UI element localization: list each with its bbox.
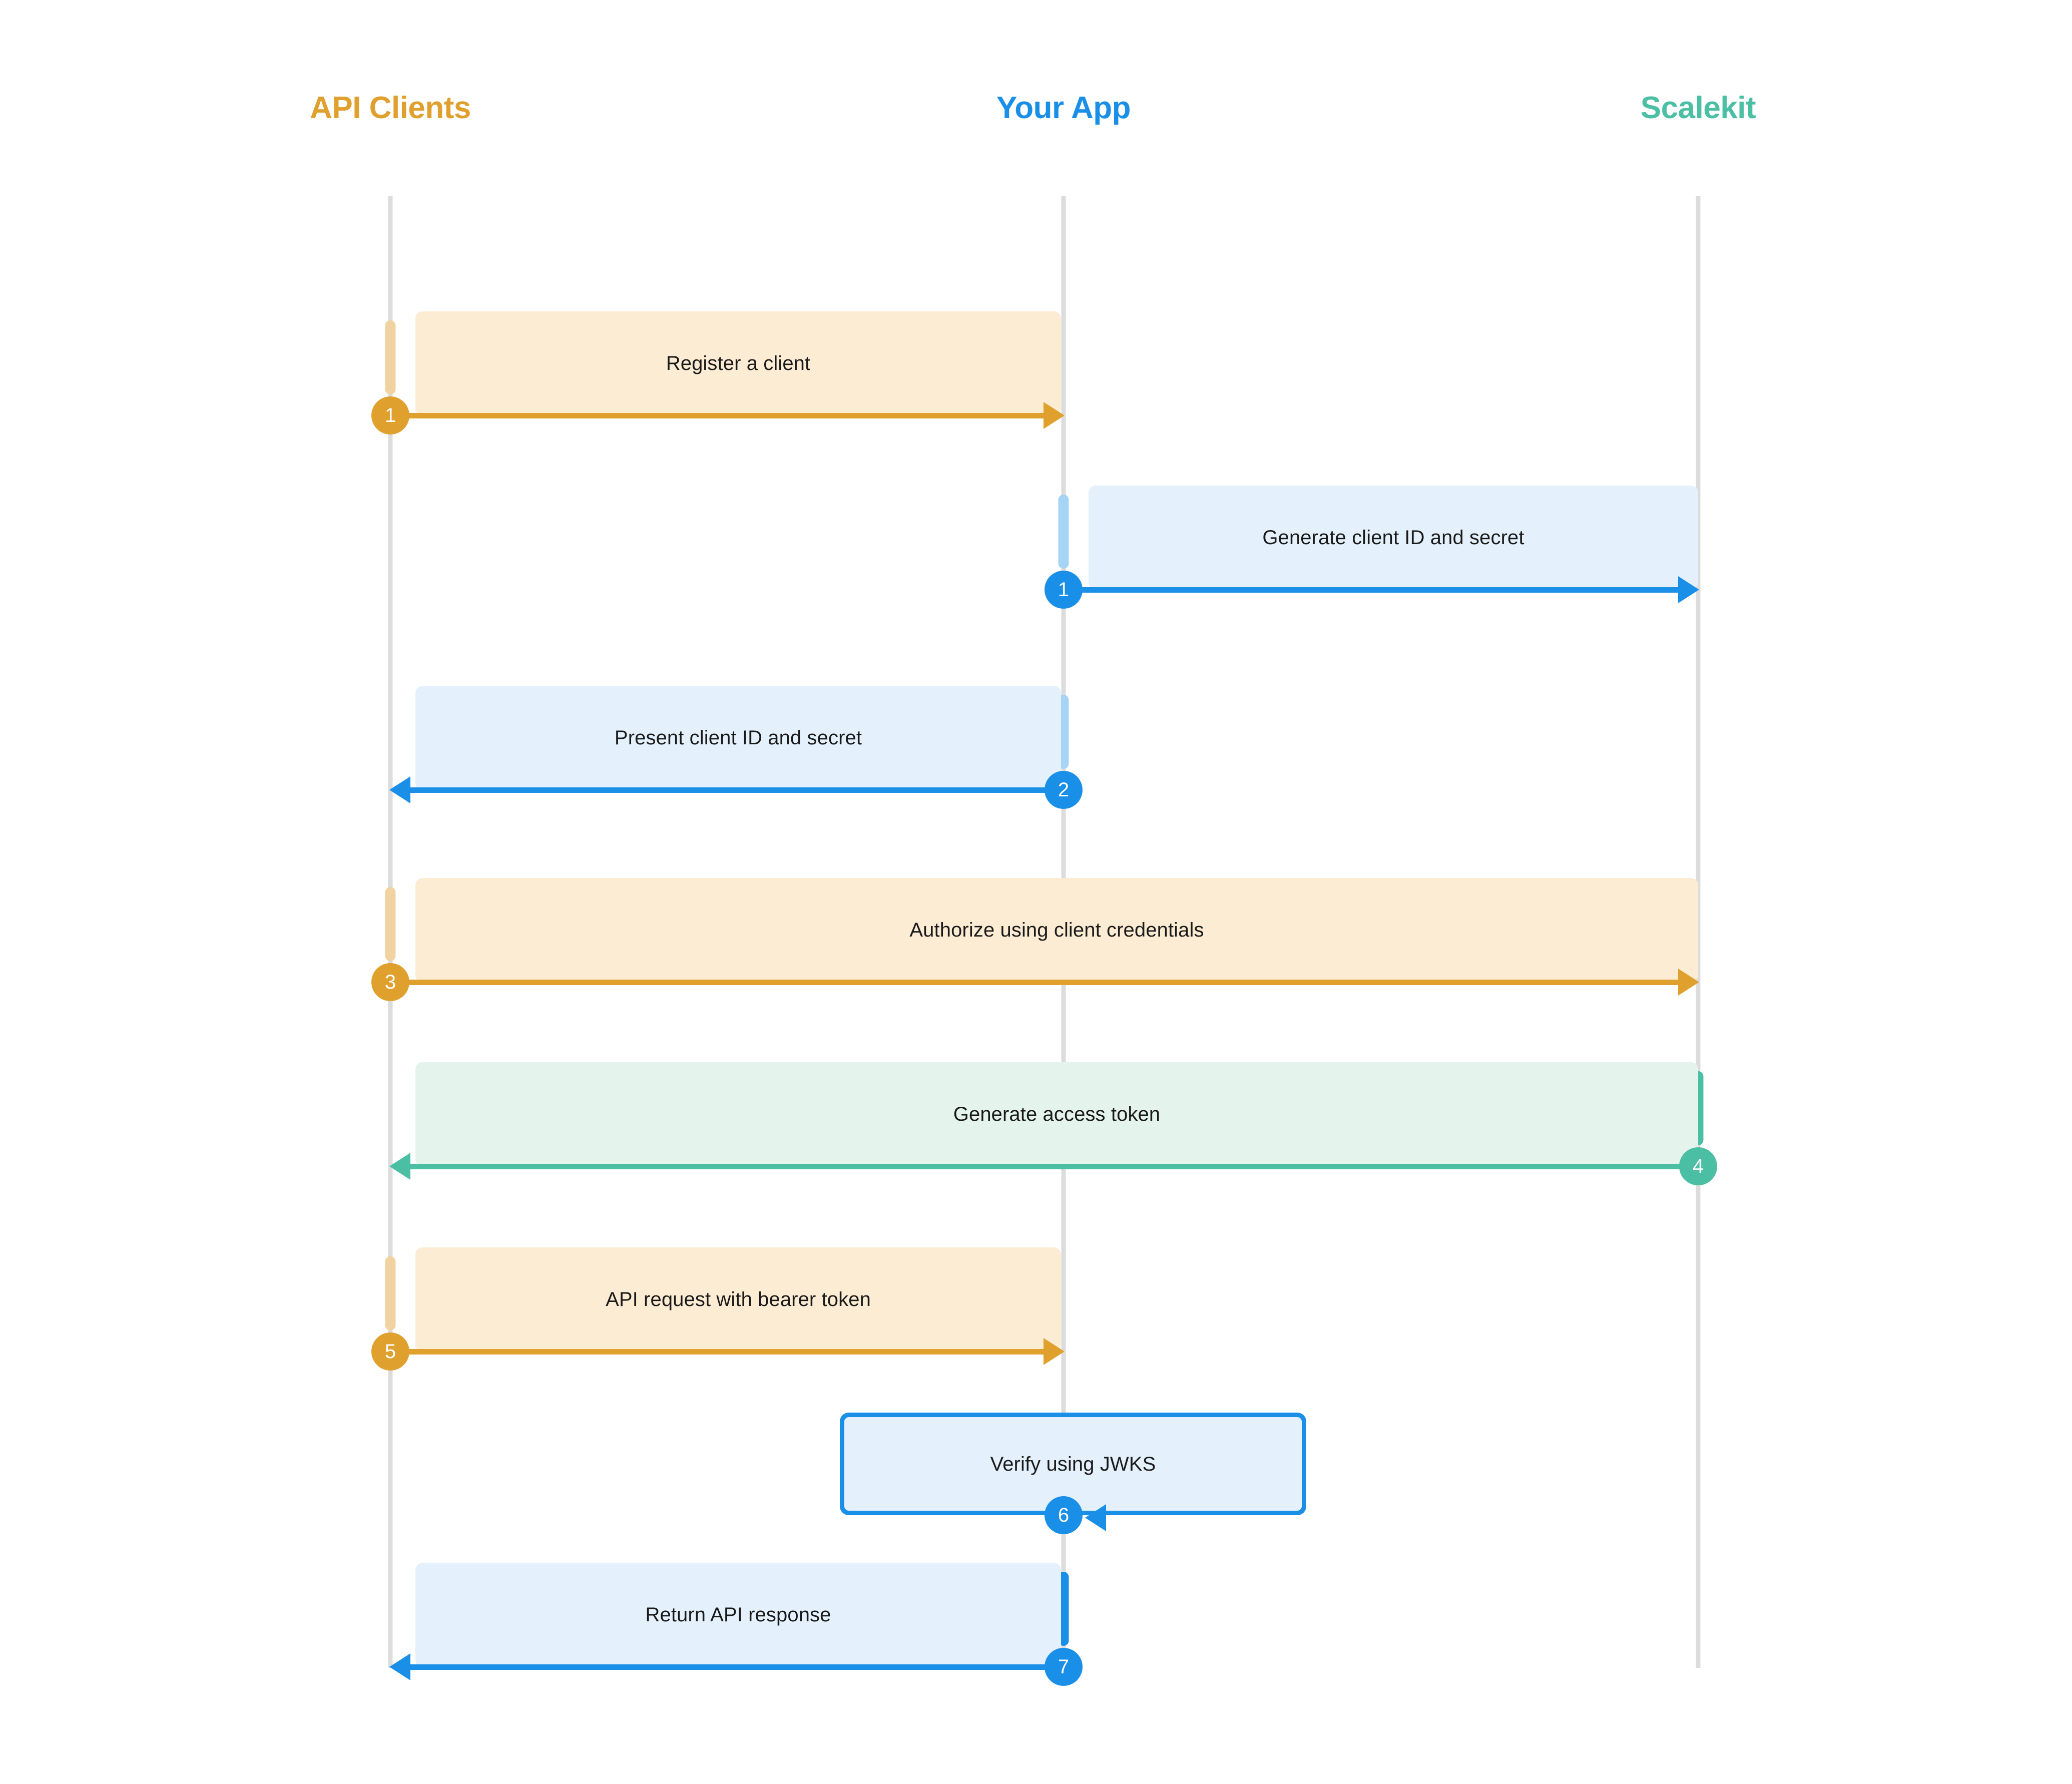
arrow-line-step-4 xyxy=(390,980,1678,985)
step-marker-1[interactable]: 1 xyxy=(371,396,409,434)
arrow-head-right-step-6 xyxy=(1044,1338,1065,1365)
message-box-generate-client-id-and-secret: Generate client ID and secret xyxy=(1089,486,1698,590)
message-box-return-api-response: Return API response xyxy=(415,1563,1061,1667)
activation-bar-step-2 xyxy=(1058,495,1069,569)
arrow-head-left-step-7 xyxy=(1085,1504,1106,1531)
step-marker-7[interactable]: 6 xyxy=(1045,1496,1083,1534)
step-marker-8[interactable]: 7 xyxy=(1045,1648,1083,1686)
arrow-line-step-8 xyxy=(410,1664,1064,1670)
participant-header-api-clients: API Clients xyxy=(310,91,471,125)
arrow-head-right-step-1 xyxy=(1044,402,1065,429)
message-box-api-request-with-bearer-token: API request with bearer token xyxy=(415,1247,1061,1352)
participant-header-your-app: Your App xyxy=(996,91,1131,125)
arrow-head-left-step-3 xyxy=(389,776,410,803)
message-label-generate-access-token: Generate access token xyxy=(953,1103,1161,1125)
arrow-line-step-3 xyxy=(410,787,1064,793)
message-box-authorize-using-client-credentials: Authorize using client credentials xyxy=(415,878,1698,982)
arrow-line-step-1 xyxy=(390,413,1044,418)
activation-bar-step-4 xyxy=(385,887,396,961)
arrow-head-left-step-5 xyxy=(389,1153,410,1180)
step-marker-4[interactable]: 3 xyxy=(371,963,409,1001)
step-marker-6[interactable]: 5 xyxy=(371,1332,409,1371)
message-box-verify-using-jwks: Verify using JWKS xyxy=(840,1413,1306,1515)
activation-bar-step-1 xyxy=(385,320,396,394)
message-label-verify-using-jwks: Verify using JWKS xyxy=(990,1453,1156,1475)
message-label-return-api-response: Return API response xyxy=(645,1604,831,1626)
activation-bar-step-6 xyxy=(385,1256,396,1330)
message-box-present-client-id-and-secret: Present client ID and secret xyxy=(415,686,1061,790)
step-marker-3[interactable]: 2 xyxy=(1045,771,1083,809)
message-label-register-a-client: Register a client xyxy=(666,352,811,374)
participant-header-scalekit: Scalekit xyxy=(1640,91,1756,125)
arrow-head-right-step-2 xyxy=(1678,576,1699,603)
step-marker-5[interactable]: 4 xyxy=(1679,1147,1717,1185)
message-label-present-client-id-and-secret: Present client ID and secret xyxy=(614,727,862,749)
message-box-generate-access-token: Generate access token xyxy=(415,1062,1698,1166)
message-box-register-a-client: Register a client xyxy=(415,311,1061,415)
arrow-line-step-5 xyxy=(410,1164,1698,1169)
arrow-line-step-2 xyxy=(1064,587,1678,593)
arrow-head-right-step-4 xyxy=(1678,969,1699,996)
message-label-generate-client-id-and-secret: Generate client ID and secret xyxy=(1262,527,1524,549)
arrow-head-left-step-8 xyxy=(389,1653,410,1680)
arrow-line-step-6 xyxy=(390,1349,1044,1355)
lifeline-scalekit xyxy=(1696,196,1701,1668)
step-marker-2[interactable]: 1 xyxy=(1045,571,1083,609)
message-label-api-request-with-bearer-token: API request with bearer token xyxy=(606,1288,871,1310)
message-label-authorize-using-client-credentials: Authorize using client credentials xyxy=(909,919,1204,941)
